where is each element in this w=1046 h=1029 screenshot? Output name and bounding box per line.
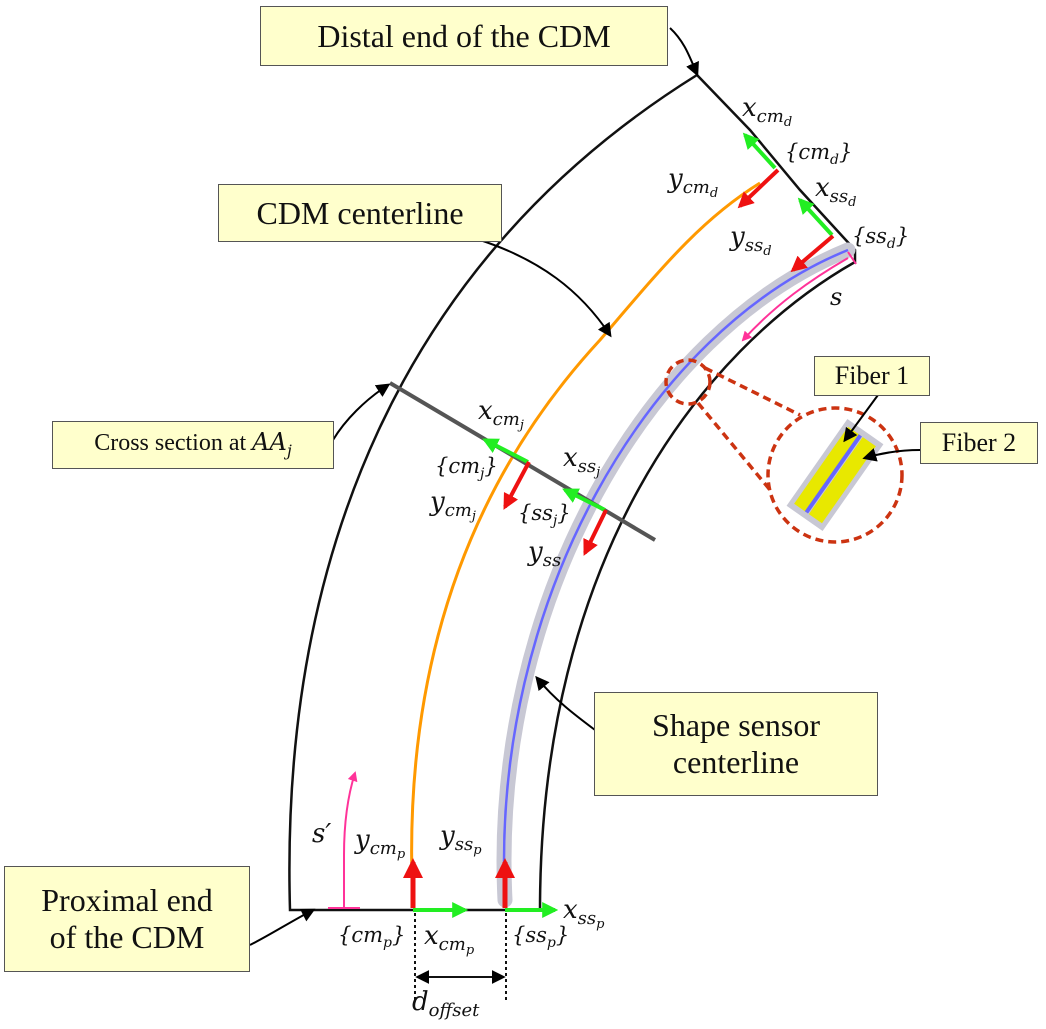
arrow-fiber2 <box>862 448 921 462</box>
shape-sensor-sheath <box>496 242 856 908</box>
label-y-ss-d: yssd <box>729 222 772 259</box>
y-cm-j-arrow <box>503 461 531 510</box>
zoom-source-circle <box>664 358 712 406</box>
label-y-cm-d: ycmd <box>667 164 718 201</box>
x-ss-d-arrow <box>797 197 834 237</box>
label-x-ss-j: xssj <box>563 443 600 480</box>
label-s-prime: s′ <box>312 819 331 849</box>
label-y-cm-j: ycmj <box>429 487 476 524</box>
callout-shape-sensor-line1: Shape sensor <box>652 707 820 744</box>
arrow-centerline <box>479 239 612 338</box>
x-cm-j-arrow <box>482 438 529 464</box>
cross-section-line <box>388 381 657 542</box>
label-frame-ss-p: {ssp} <box>512 923 569 951</box>
label-frame-ss-d: {ssd} <box>852 224 909 252</box>
s-arc-arrow <box>741 257 849 342</box>
label-y-ss: yss <box>527 537 561 571</box>
x-ss-j-arrow <box>562 488 606 512</box>
callout-shape-sensor: Shape sensor centerline <box>594 692 878 796</box>
label-s: s <box>830 283 842 311</box>
callout-distal-end: Distal end of the CDM <box>260 6 668 66</box>
callout-fiber-1: Fiber 1 <box>814 356 930 396</box>
label-frame-cm-d: {cmd} <box>785 140 852 168</box>
arrow-distal <box>669 27 699 77</box>
arrow-fiber1 <box>843 394 879 443</box>
callout-proximal-end-line2: of the CDM <box>49 919 205 955</box>
label-x-cm-d: xcmd <box>742 93 792 130</box>
callout-cdm-centerline-text: CDM centerline <box>256 194 464 231</box>
label-x-ss-d: xssd <box>815 173 856 210</box>
fiber-detail <box>786 418 884 532</box>
cdm-centerline-curve <box>410 181 761 906</box>
arrow-shape-sensor <box>535 675 596 731</box>
callout-fiber-1-text: Fiber 1 <box>834 361 910 391</box>
callout-fiber-2-text: Fiber 2 <box>941 428 1017 458</box>
callout-fiber-2: Fiber 2 <box>920 422 1038 464</box>
label-frame-cm-p: {cmp} <box>338 923 405 951</box>
y-ss-d-arrow <box>790 234 835 273</box>
callout-cdm-centerline: CDM centerline <box>218 184 502 242</box>
callout-shape-sensor-line2: centerline <box>672 744 800 780</box>
label-d-offset: doffset <box>412 987 480 1021</box>
label-x-cm-j: xcmj <box>478 396 524 433</box>
callout-cross-section-text: Cross section at AAj <box>94 428 292 461</box>
label-y-cm-p: ycmp <box>354 825 406 862</box>
label-y-ss-p: yssp <box>439 821 482 858</box>
arrow-proximal <box>249 908 316 946</box>
s-tick <box>847 251 857 265</box>
callout-proximal-end-line1: Proximal end <box>41 882 213 919</box>
label-x-ss-p: xssp <box>563 895 605 932</box>
label-frame-ss-j: {ssj} <box>518 501 571 529</box>
zoom-line-top <box>704 366 801 417</box>
y-cm-d-arrow <box>737 168 780 209</box>
label-x-cm-p: xcmp <box>424 921 475 958</box>
callout-proximal-end: Proximal end of the CDM <box>4 866 250 972</box>
callout-cross-section: Cross section at AAj <box>52 421 334 469</box>
shape-sensor-core <box>502 248 849 901</box>
y-ss-arrow <box>583 509 608 556</box>
x-cm-d-arrow <box>742 132 777 170</box>
s-prime-arrow <box>343 771 358 908</box>
cdm-body-outline <box>288 73 857 912</box>
arrow-cross-section <box>332 383 391 441</box>
callout-distal-end-text: Distal end of the CDM <box>317 17 611 54</box>
label-frame-cm-j: {cmj} <box>435 454 498 482</box>
